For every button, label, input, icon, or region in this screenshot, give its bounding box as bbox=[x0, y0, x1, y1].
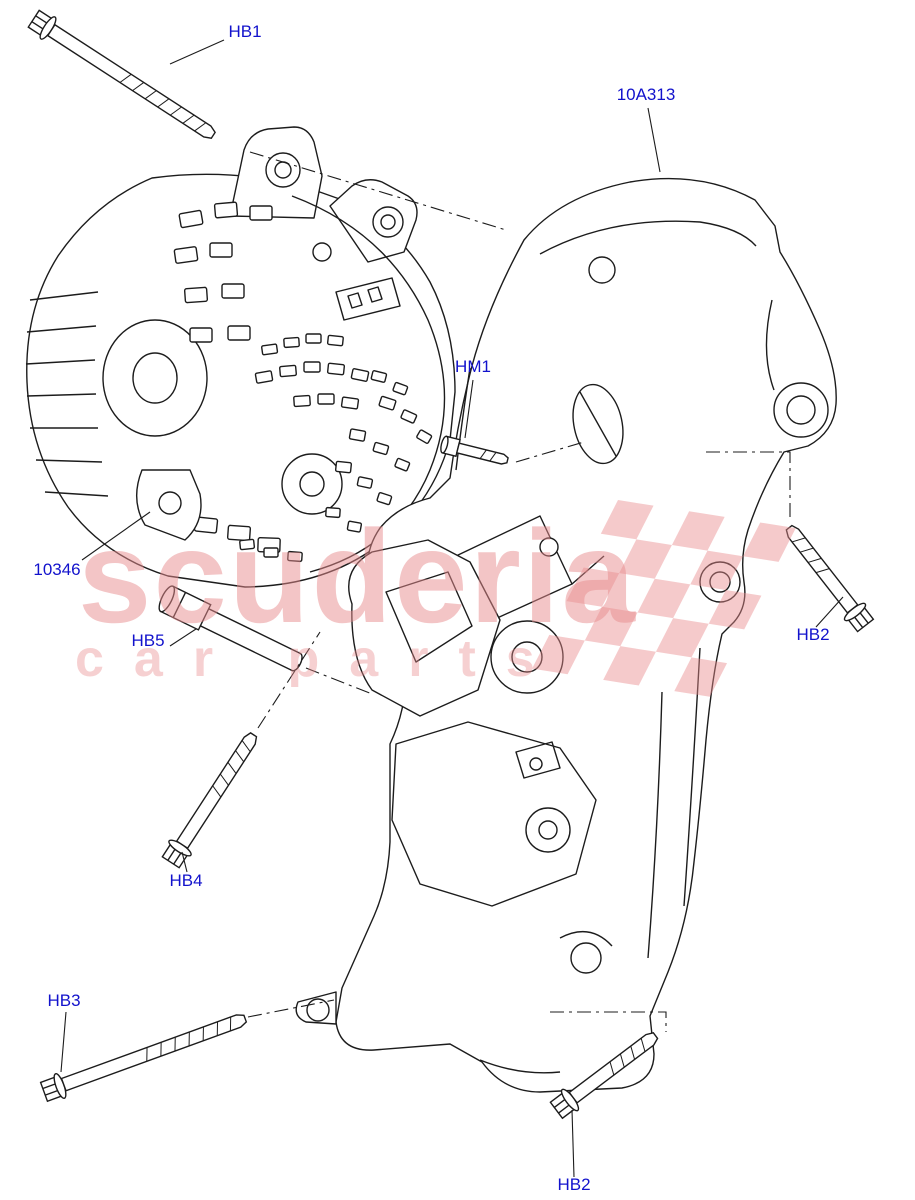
part-label-10346: 10346 bbox=[33, 560, 80, 579]
leader-hb2-bottom bbox=[571, 1109, 575, 1178]
axis-lines bbox=[247, 151, 791, 1032]
leader-hb1 bbox=[169, 39, 225, 65]
watermark-checker-flag-icon bbox=[532, 500, 796, 697]
axis-hb2-bottom bbox=[550, 1011, 667, 1032]
leader-hb4 bbox=[181, 851, 188, 873]
leader-hb2-right bbox=[815, 596, 844, 628]
axis-hb3 bbox=[247, 999, 335, 1018]
part-label-hb5: HB5 bbox=[131, 631, 164, 650]
axis-hb1 bbox=[249, 151, 507, 231]
watermark: scuderia car parts bbox=[75, 500, 796, 697]
bolt-hb3 bbox=[38, 1005, 251, 1105]
axis-hb4 bbox=[257, 631, 321, 729]
leader-hb5 bbox=[169, 628, 197, 647]
mounting-bracket-part bbox=[295, 177, 837, 1093]
leader-hb3 bbox=[60, 1011, 67, 1073]
axis-hb5 bbox=[305, 667, 373, 695]
part-label-hb4: HB4 bbox=[169, 871, 202, 890]
part-label-hb1: HB1 bbox=[228, 22, 261, 41]
bolt-hb2-right bbox=[778, 518, 877, 635]
part-label-hb2-right: HB2 bbox=[796, 625, 829, 644]
leader-10a313 bbox=[647, 107, 661, 173]
leader-hm1 bbox=[464, 379, 474, 439]
watermark-text-line2: car parts bbox=[75, 630, 565, 688]
axis-hm1 bbox=[515, 441, 585, 463]
part-labels: HB1 10A313 HM1 10346 HB5 HB2 HB4 HB3 HB2 bbox=[33, 22, 829, 1194]
watermark-text-line1: scuderia bbox=[78, 503, 637, 650]
part-label-hb2-bottom: HB2 bbox=[557, 1175, 590, 1194]
leader-10346 bbox=[81, 511, 151, 561]
leader-lines bbox=[60, 39, 844, 1178]
part-label-hm1: HM1 bbox=[455, 357, 491, 376]
alternator-part bbox=[25, 126, 456, 588]
bolt-hb4 bbox=[159, 726, 266, 871]
bolt-hb1 bbox=[25, 7, 221, 147]
axis-hb2-right bbox=[706, 451, 791, 520]
part-label-hb3: HB3 bbox=[47, 991, 80, 1010]
part-label-10a313: 10A313 bbox=[617, 85, 676, 104]
